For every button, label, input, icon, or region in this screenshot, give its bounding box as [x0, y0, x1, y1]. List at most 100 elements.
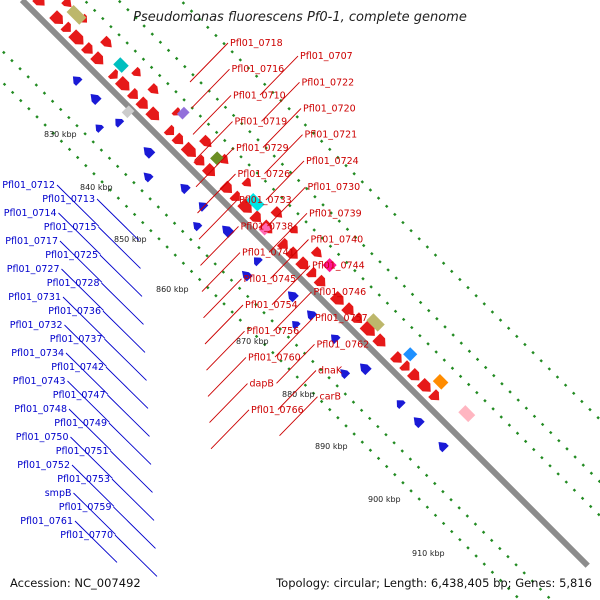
scale-tick-label: 900 kbp — [368, 495, 401, 504]
feature-block — [258, 222, 272, 236]
forward-gene-label: Pfl01_0741 — [242, 248, 295, 259]
reverse-gene-label: Pfl01_0736 — [48, 306, 101, 317]
gene-forward — [100, 35, 112, 48]
reverse-gene-label-leader — [105, 366, 149, 409]
reverse-gene-label: Pfl01_0747 — [53, 390, 106, 401]
gene-forward — [127, 88, 138, 99]
gene-forward — [163, 124, 175, 136]
forward-gene-label: Pfl01_0756 — [247, 326, 300, 337]
gene-forward — [171, 132, 184, 145]
forward-gene-label-leader — [195, 147, 235, 188]
gene-forward — [407, 368, 420, 381]
reverse-gene-label-leader — [59, 240, 103, 283]
reverse-gene-label-leader — [74, 520, 118, 563]
reverse-gene-label-leader — [64, 324, 107, 367]
gene-forward — [131, 66, 141, 77]
gene-forward — [135, 96, 148, 109]
reverse-gene-label-leader — [102, 310, 146, 353]
gene-forward — [61, 0, 72, 8]
gene-forward — [329, 290, 344, 305]
feature-block — [403, 347, 418, 362]
gene-reverse — [359, 363, 372, 376]
gene-forward — [193, 154, 205, 166]
gene-reverse — [90, 94, 102, 106]
reverse-gene-label-leader — [114, 534, 158, 577]
gene-reverse — [95, 124, 105, 133]
reverse-gene-label: Pfl01_0731 — [8, 292, 61, 303]
gene-reverse — [115, 118, 125, 128]
forward-gene-label: Pfl01_0762 — [317, 339, 370, 350]
gene-forward — [241, 177, 252, 187]
gene-reverse — [143, 172, 154, 183]
map-title: Pseudomonas fluorescens Pf0-1, complete … — [133, 10, 467, 25]
gene-forward — [81, 42, 93, 54]
reverse-gene-label-leader — [70, 436, 113, 479]
gene-forward — [313, 274, 326, 287]
forward-gene-label-leader — [206, 330, 245, 371]
gene-forward — [68, 29, 84, 45]
forward-gene-label: Pfl01_0724 — [306, 156, 359, 167]
forward-gene-label: Pfl01_0733 — [239, 195, 292, 206]
forward-gene-label-leader — [268, 212, 308, 253]
reverse-gene-label: Pfl01_0737 — [50, 334, 103, 345]
forward-gene-label-leader — [191, 68, 230, 109]
feature-block — [210, 151, 225, 166]
gene-reverse — [72, 76, 83, 86]
forward-gene-label: Pfl01_0710 — [233, 90, 286, 101]
forward-gene-label: carB — [320, 392, 341, 403]
forward-gene-label: Pfl01_0738 — [241, 221, 294, 232]
feature-block — [66, 4, 87, 25]
reverse-gene-label-leader — [73, 492, 116, 535]
reverse-gene-label: Pfl01_0750 — [16, 432, 69, 443]
gene-forward — [351, 312, 363, 324]
gene-forward — [276, 237, 288, 249]
reverse-gene-label: smpB — [45, 488, 72, 499]
gene-forward — [147, 83, 159, 95]
gene-reverse — [413, 417, 425, 429]
scale-tick-label: 830 kbp — [44, 130, 77, 139]
feature-block — [458, 405, 476, 423]
gene-reverse — [331, 334, 341, 345]
gene-forward — [107, 68, 118, 79]
scale-tick-label: 890 kbp — [315, 442, 348, 451]
forward-gene-label-leader — [279, 396, 318, 437]
gene-forward — [114, 76, 130, 91]
genome-backbone — [19, 0, 590, 568]
reverse-gene-label: Pfl01_0743 — [13, 376, 66, 387]
gene-forward — [428, 389, 440, 401]
scale-tick-label: 880 kbp — [282, 390, 315, 399]
forward-gene-label-leader — [259, 55, 299, 96]
feature-block — [432, 374, 449, 390]
forward-gene-label: Pfl01_0754 — [245, 300, 298, 311]
reverse-gene-label-leader — [108, 422, 152, 465]
gene-reverse — [287, 291, 299, 303]
gene-reverse — [396, 400, 406, 410]
reverse-gene-label-leader — [99, 254, 143, 297]
gene-forward — [32, 0, 45, 6]
gene-forward — [295, 256, 309, 270]
reverse-gene-label: Pfl01_0714 — [4, 208, 57, 219]
forward-gene-label: Pfl01_0726 — [238, 169, 291, 180]
reverse-gene-label: Pfl01_0748 — [14, 404, 67, 415]
reverse-gene-label-leader — [58, 212, 101, 255]
forward-gene-label-leader — [200, 226, 239, 266]
gene-reverse — [340, 369, 351, 380]
scale-tick-label: 850 kbp — [114, 235, 147, 244]
gene-forward — [390, 351, 402, 363]
forward-gene-label: Pfl01_0722 — [302, 77, 355, 88]
forward-gene-label-leader — [270, 239, 309, 279]
forward-gene-label-leader — [267, 186, 306, 227]
reverse-gene-label: Pfl01_0752 — [17, 460, 70, 471]
gene-reverse — [180, 183, 191, 195]
reverse-gene-label-leader — [96, 198, 140, 241]
gene-reverse — [292, 321, 301, 330]
forward-gene-label: Pfl01_0729 — [236, 143, 289, 154]
forward-gene-label: Pfl01_0766 — [251, 405, 304, 416]
scale-tick-label: 870 kbp — [236, 337, 269, 346]
forward-gene-label-leader — [194, 121, 233, 161]
gene-forward — [270, 206, 283, 218]
forward-gene-label: dapB — [250, 379, 274, 390]
forward-gene-label: Pfl01_0730 — [308, 182, 361, 193]
gene-reverse — [143, 147, 156, 159]
